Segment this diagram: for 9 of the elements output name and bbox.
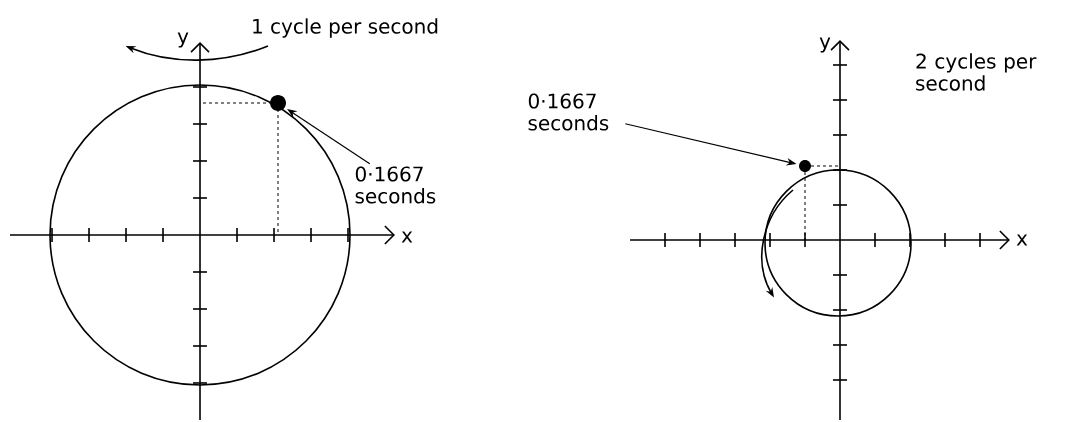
axis-label: y xyxy=(819,37,831,53)
time-label: 0·1667 seconds xyxy=(528,93,609,131)
heading: 1 cycle per second xyxy=(253,18,438,38)
time-label: 0·1667 seconds xyxy=(355,166,436,204)
heading: 2 cycles per second xyxy=(916,53,1037,91)
axis-label: y xyxy=(177,32,189,48)
axis-label: x xyxy=(401,231,413,243)
axis-label: x xyxy=(1016,234,1028,246)
point-dot xyxy=(270,95,286,111)
